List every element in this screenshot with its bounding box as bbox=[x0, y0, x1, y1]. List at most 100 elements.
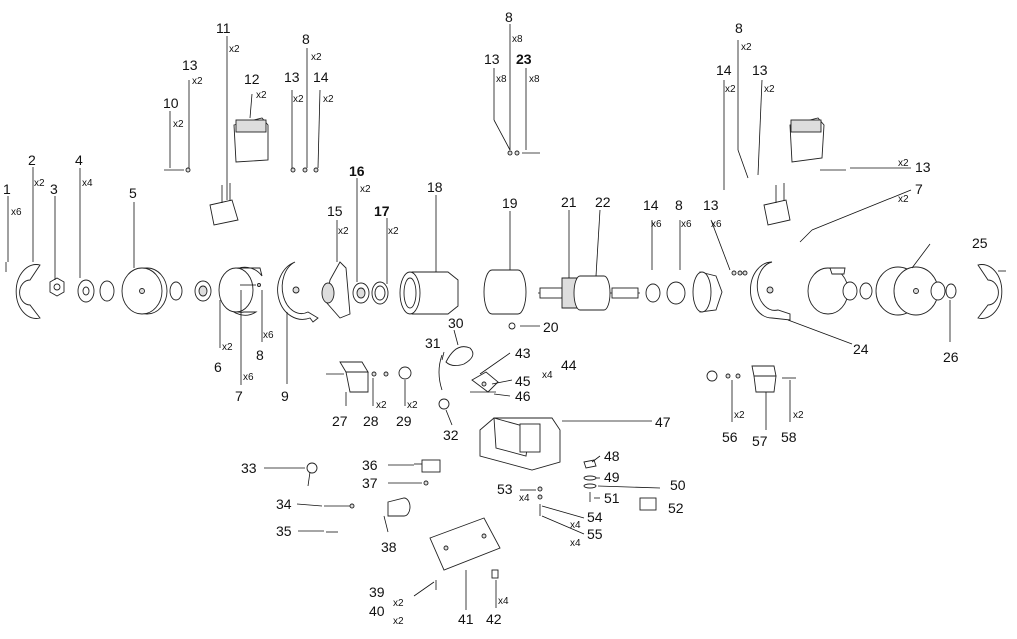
qty-8b: x2 bbox=[311, 52, 322, 63]
qty-14a: x2 bbox=[323, 94, 334, 105]
qty-8a: x6 bbox=[263, 330, 274, 341]
label-51: 51 bbox=[604, 490, 620, 506]
label-49: 49 bbox=[604, 469, 620, 485]
label-45: 45 bbox=[515, 373, 531, 389]
part-20 bbox=[508, 322, 516, 330]
label-4: 4 bbox=[75, 152, 83, 168]
label-9: 9 bbox=[281, 388, 289, 404]
label-29: 29 bbox=[396, 413, 412, 429]
part-36-terminal bbox=[421, 459, 441, 473]
label-22: 22 bbox=[595, 194, 611, 210]
callout-labels: 1 x6 2 x2 3 4 x4 5 6 x2 7 x6 8 x6 9 10 x… bbox=[3, 9, 988, 627]
qty-13f: x6 bbox=[711, 219, 722, 230]
qty-39: x2 bbox=[393, 598, 404, 609]
label-37: 37 bbox=[362, 475, 378, 491]
part-38-capacitor bbox=[387, 497, 411, 517]
label-26: 26 bbox=[943, 349, 959, 365]
parts-drawing bbox=[5, 117, 1006, 590]
label-25: 25 bbox=[972, 235, 988, 251]
qty-44: x4 bbox=[542, 370, 553, 381]
part-32-bulb bbox=[438, 398, 450, 410]
label-8b: 8 bbox=[302, 31, 310, 47]
qty-56: x2 bbox=[734, 410, 745, 421]
label-39: 39 bbox=[369, 584, 385, 600]
label-36: 36 bbox=[362, 457, 378, 473]
part-33-switch bbox=[306, 462, 318, 474]
label-27: 27 bbox=[332, 413, 348, 429]
part-27-tool-rest bbox=[339, 361, 369, 373]
qty-17: x2 bbox=[388, 226, 399, 237]
label-13a: 13 bbox=[182, 57, 198, 73]
qty-16: x2 bbox=[360, 184, 371, 195]
part-26-nut bbox=[945, 283, 957, 299]
label-53: 53 bbox=[497, 481, 513, 497]
qty-8d: x2 bbox=[741, 42, 752, 53]
label-30: 30 bbox=[448, 315, 464, 331]
label-2: 2 bbox=[28, 152, 36, 168]
part-right-inner-guard bbox=[807, 267, 849, 315]
qty-8e: x6 bbox=[681, 219, 692, 230]
part-24-guard bbox=[750, 261, 791, 321]
label-8a: 8 bbox=[256, 347, 264, 363]
label-13e: 13 bbox=[915, 159, 931, 175]
label-8d: 8 bbox=[735, 20, 743, 36]
qty-55: x4 bbox=[570, 538, 581, 549]
qty-13d: x2 bbox=[764, 84, 775, 95]
label-14b: 14 bbox=[716, 62, 732, 78]
qty-11: x2 bbox=[229, 44, 240, 55]
qty-15: x2 bbox=[338, 226, 349, 237]
part-19-stator bbox=[483, 269, 527, 315]
qty-4: x4 bbox=[82, 178, 93, 189]
part-11-bracket bbox=[209, 199, 239, 226]
qty-1: x6 bbox=[11, 207, 22, 218]
label-58: 58 bbox=[781, 429, 797, 445]
label-8e: 8 bbox=[675, 197, 683, 213]
label-17: 17 bbox=[374, 203, 390, 219]
part-48 bbox=[583, 459, 597, 469]
label-23: 23 bbox=[516, 51, 532, 67]
label-15: 15 bbox=[327, 203, 343, 219]
label-47: 47 bbox=[655, 414, 671, 430]
label-34: 34 bbox=[276, 496, 292, 512]
qty-40: x2 bbox=[393, 616, 404, 627]
part-9-guard bbox=[277, 261, 319, 323]
label-55: 55 bbox=[587, 526, 603, 542]
part-29-knob bbox=[398, 366, 412, 380]
label-32: 32 bbox=[443, 427, 459, 443]
qty-58: x2 bbox=[793, 410, 804, 421]
label-10: 10 bbox=[163, 95, 179, 111]
label-38: 38 bbox=[381, 539, 397, 555]
label-6: 6 bbox=[214, 359, 222, 375]
qty-14b: x2 bbox=[725, 84, 736, 95]
part-22-rotor bbox=[573, 275, 611, 311]
qty-10: x2 bbox=[173, 119, 184, 130]
qty-8c: x8 bbox=[512, 34, 523, 45]
label-14a: 14 bbox=[313, 69, 329, 85]
part-57-tool-rest bbox=[751, 365, 777, 377]
part-41-base-plate bbox=[429, 517, 501, 571]
qty-54: x4 bbox=[570, 520, 581, 531]
part-42-foot bbox=[491, 569, 499, 579]
part-52-switch bbox=[639, 497, 657, 511]
label-42: 42 bbox=[486, 611, 502, 627]
qty-29: x2 bbox=[407, 400, 418, 411]
label-56: 56 bbox=[722, 429, 738, 445]
qty-53: x4 bbox=[519, 493, 530, 504]
label-1: 1 bbox=[3, 181, 11, 197]
label-46: 46 bbox=[515, 388, 531, 404]
label-35: 35 bbox=[276, 523, 292, 539]
label-13f: 13 bbox=[703, 197, 719, 213]
qty-42: x4 bbox=[498, 596, 509, 607]
label-18: 18 bbox=[427, 179, 443, 195]
part-50 bbox=[583, 483, 597, 489]
label-40: 40 bbox=[369, 603, 385, 619]
part-30-lamp-shade bbox=[445, 346, 474, 367]
part-37 bbox=[423, 480, 429, 486]
label-28: 28 bbox=[363, 413, 379, 429]
label-20: 20 bbox=[543, 319, 559, 335]
label-48: 48 bbox=[604, 448, 620, 464]
part-56-knob bbox=[706, 370, 718, 382]
qty-13b: x2 bbox=[293, 94, 304, 105]
